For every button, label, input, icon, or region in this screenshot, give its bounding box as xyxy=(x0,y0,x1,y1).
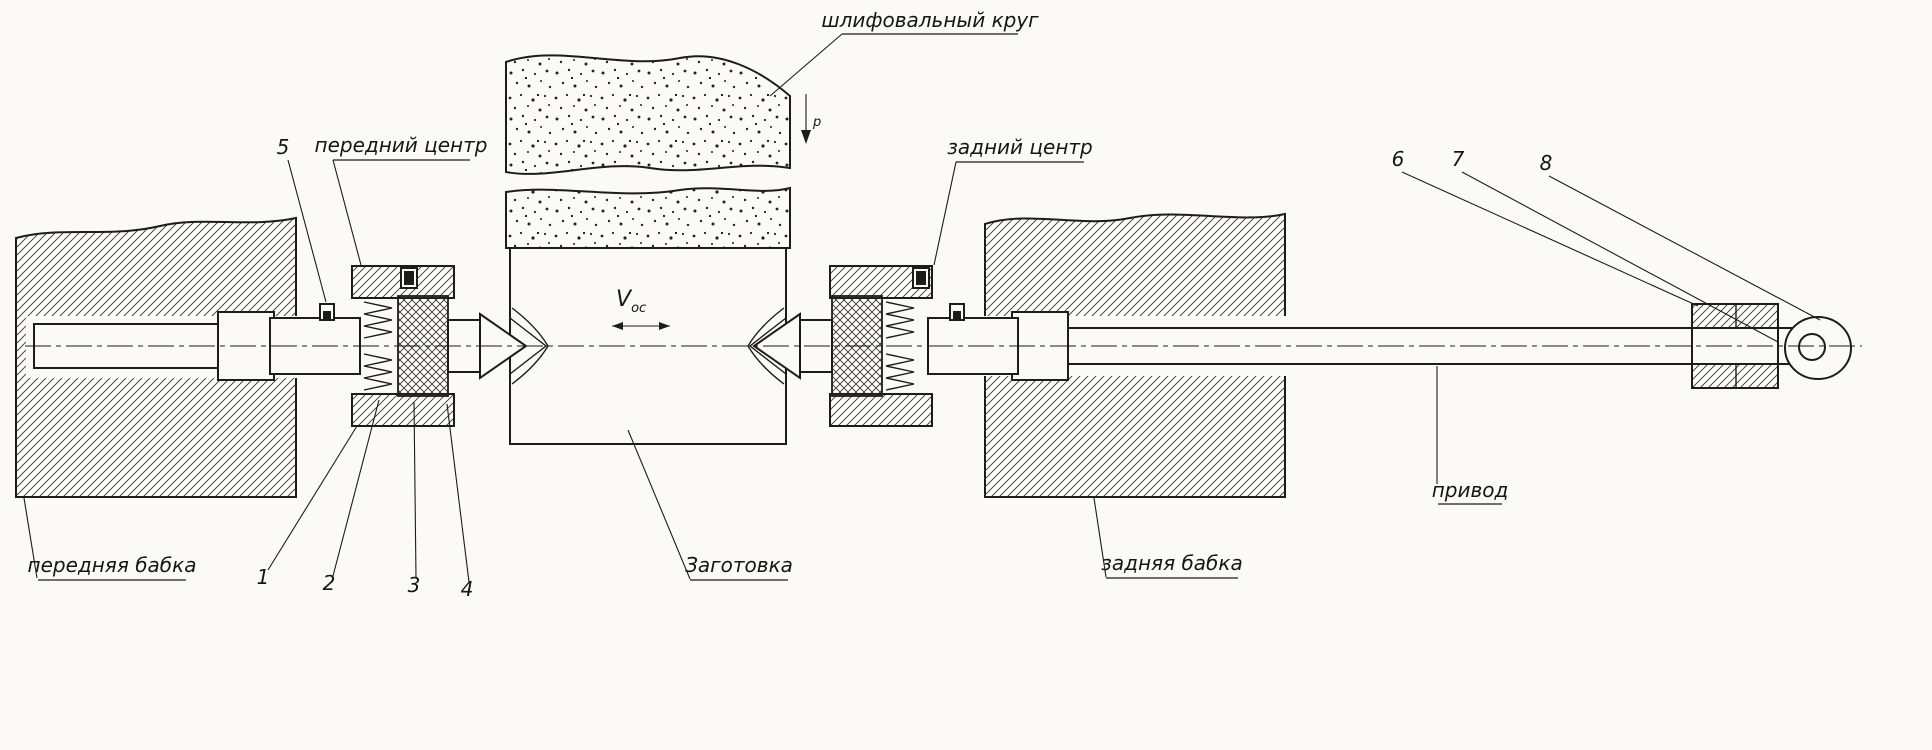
leader-rear-center xyxy=(933,161,957,266)
part-number-3: 3 xyxy=(408,573,421,597)
drive-sleeve-bottom xyxy=(1691,363,1779,389)
front-center-assembly xyxy=(319,265,528,427)
workpiece-right-center-hole xyxy=(747,307,787,385)
part-number-7: 7 xyxy=(1452,147,1465,171)
label-grinding-wheel: шлифовальный круг xyxy=(821,8,1039,32)
leader-grinding-wheel xyxy=(769,33,843,97)
leader-tailstock xyxy=(1093,497,1107,578)
axial-arrowhead-left xyxy=(612,322,623,330)
rear-stop-pin-core xyxy=(953,311,961,319)
label-tailstock: задняя бабка xyxy=(1101,551,1242,575)
leader-lines xyxy=(23,33,1821,583)
leader-front-center xyxy=(332,159,362,266)
label-drive: привод xyxy=(1432,478,1509,502)
workpiece-left-center-hole xyxy=(509,307,549,385)
rear-set-screw-core xyxy=(916,271,926,285)
rear-spring-lower xyxy=(885,353,915,391)
part-number-6: 6 xyxy=(1392,147,1405,171)
infeed-arrowhead xyxy=(801,130,811,144)
leader-number-7 xyxy=(1461,171,1779,343)
part-number-5: 5 xyxy=(277,135,290,159)
front-set-screw-core xyxy=(404,271,414,285)
part-number-1: 1 xyxy=(257,565,270,589)
axial-velocity-label: Vос xyxy=(616,287,646,316)
leader-number-6 xyxy=(1401,171,1699,307)
part-numbers: 5 1 2 3 4 6 7 8 xyxy=(257,135,1553,601)
drive-assembly xyxy=(1691,303,1852,389)
leader-number-8 xyxy=(1548,175,1821,321)
part-number-4: 4 xyxy=(461,577,474,601)
front-spring-lower xyxy=(363,353,393,391)
infeed-label: р xyxy=(812,115,821,130)
text-labels: шлифовальный круг передний центр задний … xyxy=(28,8,1509,577)
part-number-8: 8 xyxy=(1540,151,1553,175)
leader-number-5 xyxy=(287,159,327,303)
label-rear-center: задний центр xyxy=(947,135,1093,159)
grinding-wheel-lower xyxy=(505,186,791,249)
axial-velocity-symbol: V xyxy=(616,287,633,312)
velocity-annotations: Vос р xyxy=(612,94,821,330)
leader-number-1 xyxy=(267,425,358,571)
axial-arrowhead-right xyxy=(659,322,670,330)
part-number-2: 2 xyxy=(323,571,336,595)
label-workpiece: Заготовка xyxy=(685,553,793,577)
rear-housing-bottom xyxy=(829,393,933,427)
grinding-wheel xyxy=(505,54,791,249)
label-front-center: передний центр xyxy=(315,133,488,157)
leader-workpiece xyxy=(627,429,691,580)
leader-number-2 xyxy=(332,399,380,577)
front-stop-pin-core xyxy=(323,311,331,319)
axial-velocity-subscript: ос xyxy=(631,301,646,316)
front-spring-upper xyxy=(363,301,393,339)
leader-headstock xyxy=(23,497,38,579)
label-headstock: передняя бабка xyxy=(28,553,197,577)
leader-number-3 xyxy=(413,401,417,579)
grinding-wheel-upper xyxy=(505,54,791,175)
drive-eye-hole xyxy=(1798,333,1826,361)
leader-number-4 xyxy=(446,403,470,583)
rear-spring-upper xyxy=(885,301,915,339)
drive-sleeve-top xyxy=(1691,303,1779,329)
front-housing-bottom xyxy=(351,393,455,427)
